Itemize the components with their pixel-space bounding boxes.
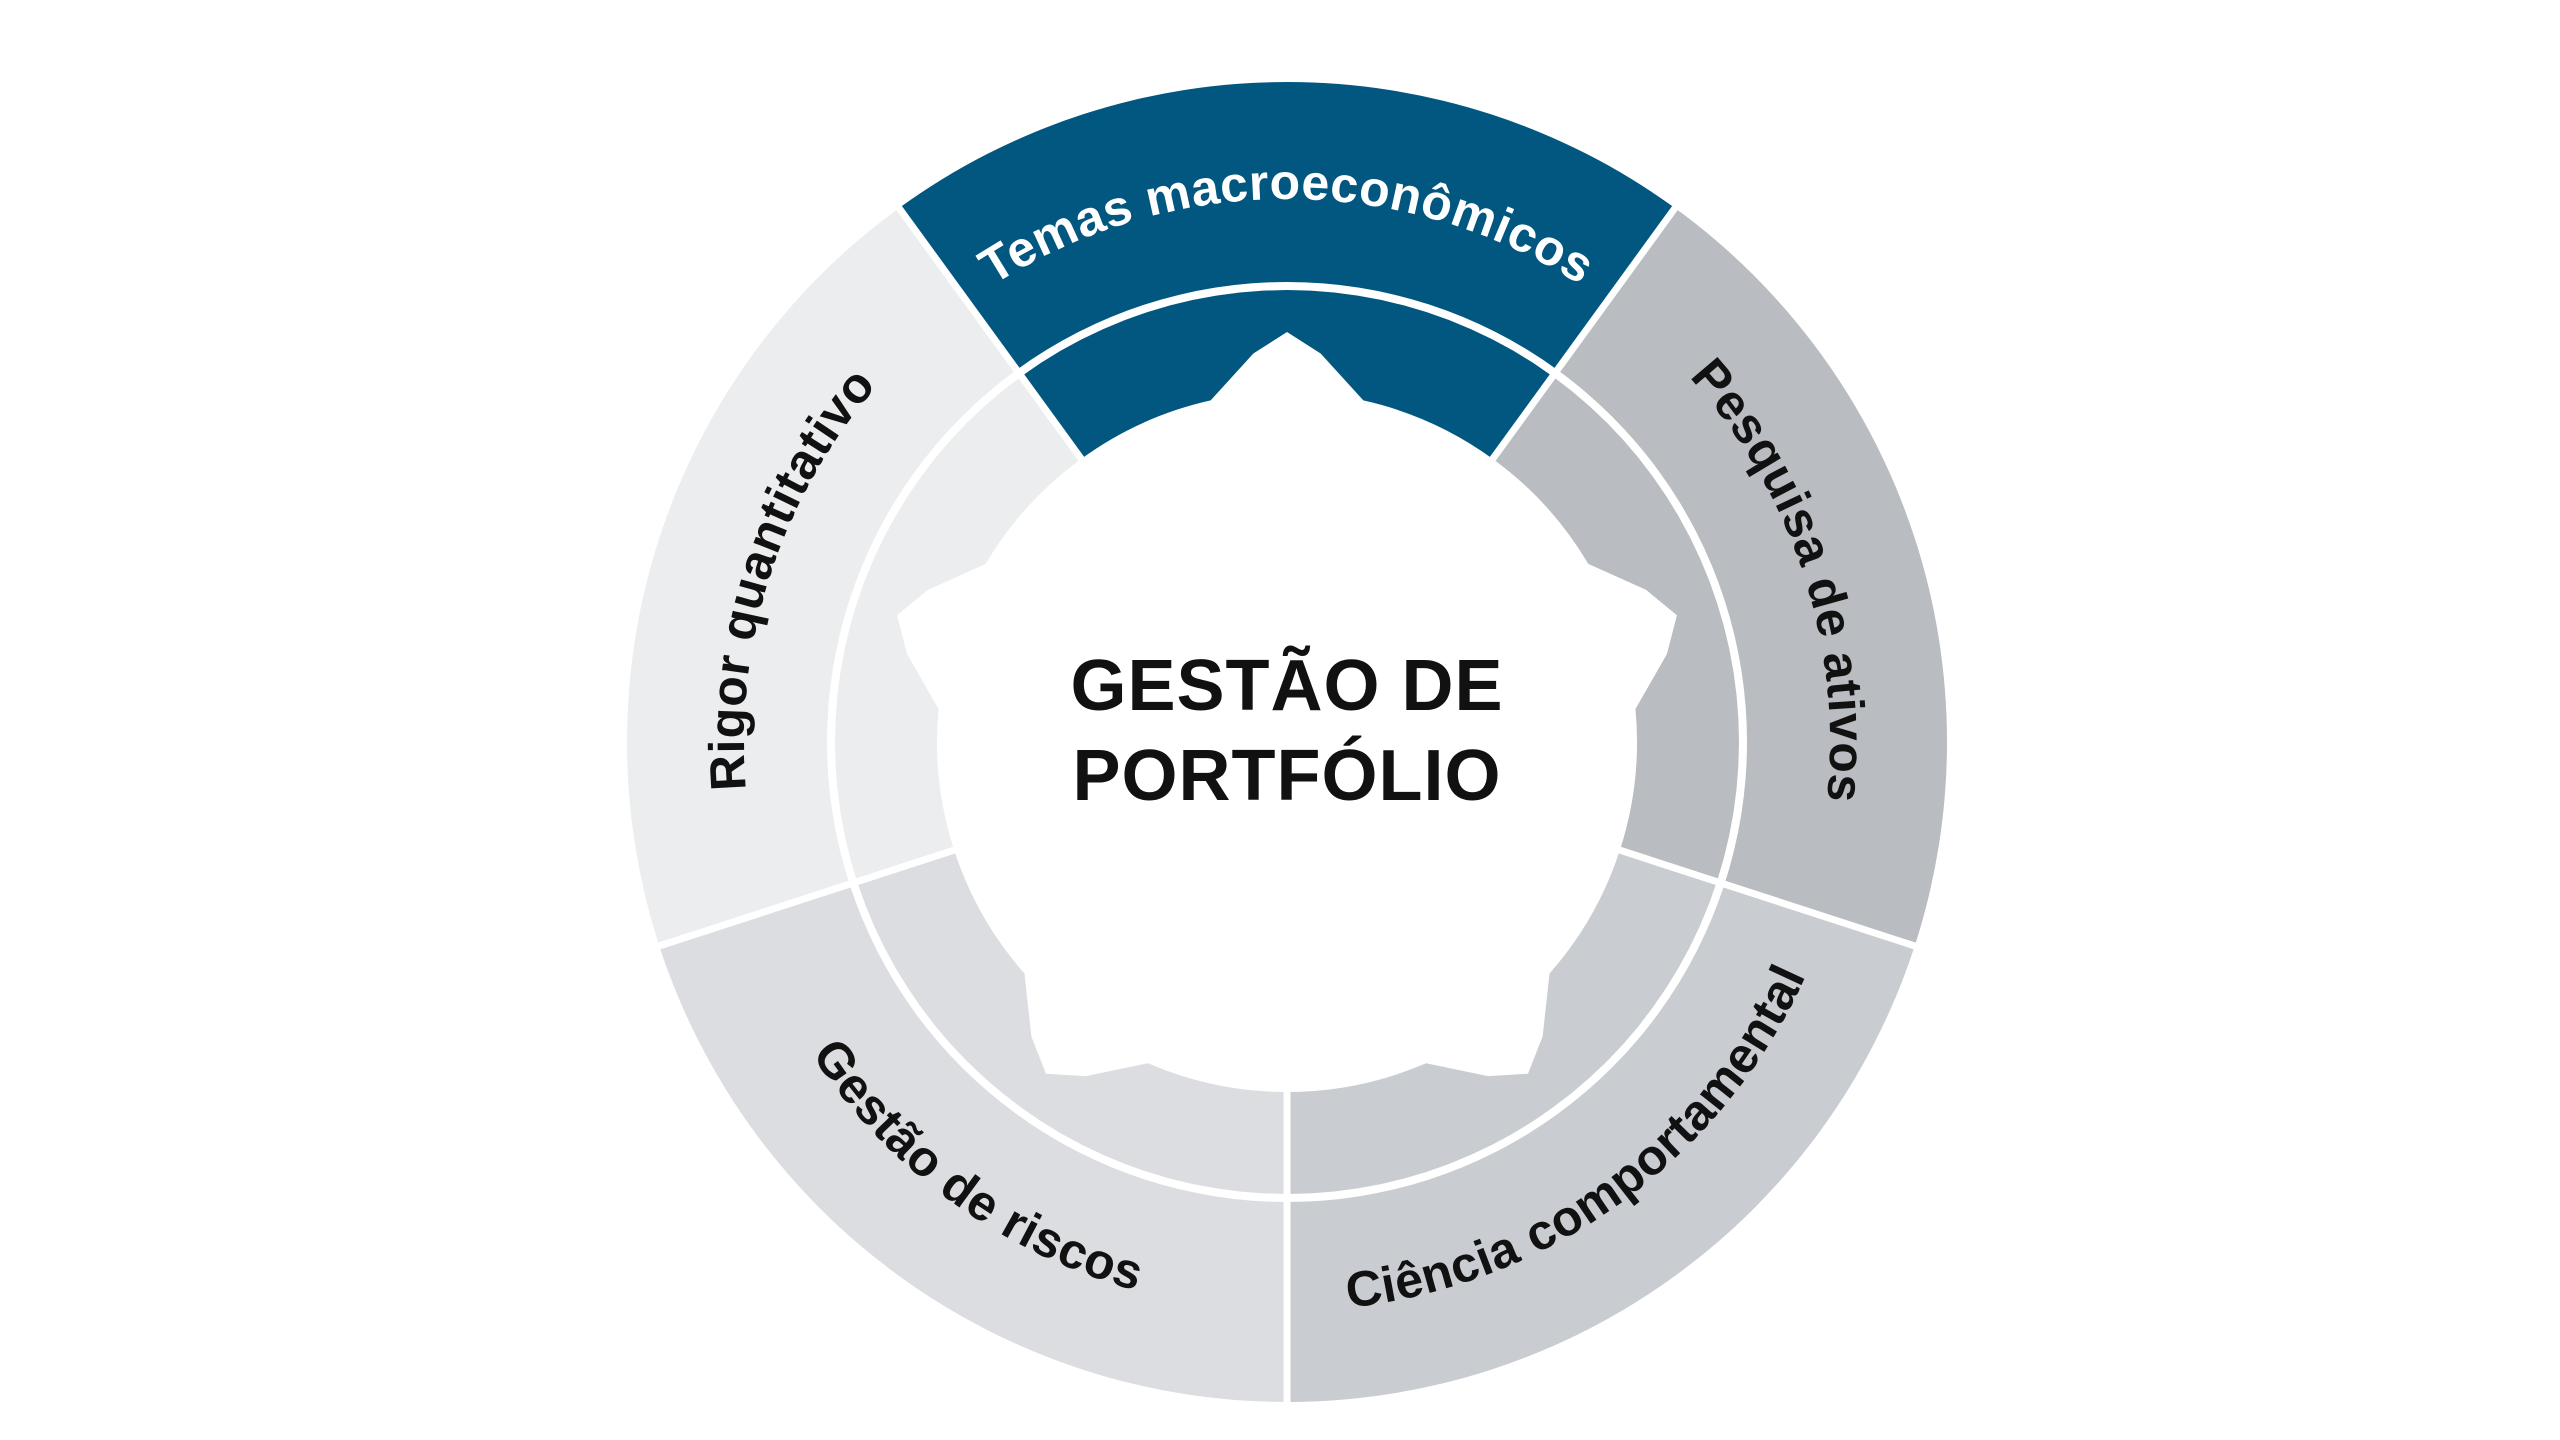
inner-segment-comport [1287,850,1717,1194]
segment-ring [627,82,1947,1402]
outer-segment-rigor [627,208,1017,946]
radial-separator [893,201,1090,469]
inner-segment-rigor [835,376,1082,882]
radial-separator [1609,843,1921,951]
inner-segment-riscos [857,850,1287,1194]
inner-segment-ativos [1492,376,1739,882]
inner-segment-macro [1021,290,1553,459]
ring-separators [653,201,1921,1407]
center-title-line1: GESTÃO DE [1070,645,1503,726]
outer-segment-ativos [1557,208,1947,946]
radial-separator [1484,201,1681,469]
outer-segment-comport [1287,884,1915,1402]
center-title-line2: PORTFÓLIO [1073,735,1502,816]
outer-segment-macro [899,82,1675,370]
outer-segment-riscos [659,884,1287,1402]
center-title: GESTÃO DE PORTFÓLIO [1070,645,1503,816]
radial-separator [653,843,965,951]
